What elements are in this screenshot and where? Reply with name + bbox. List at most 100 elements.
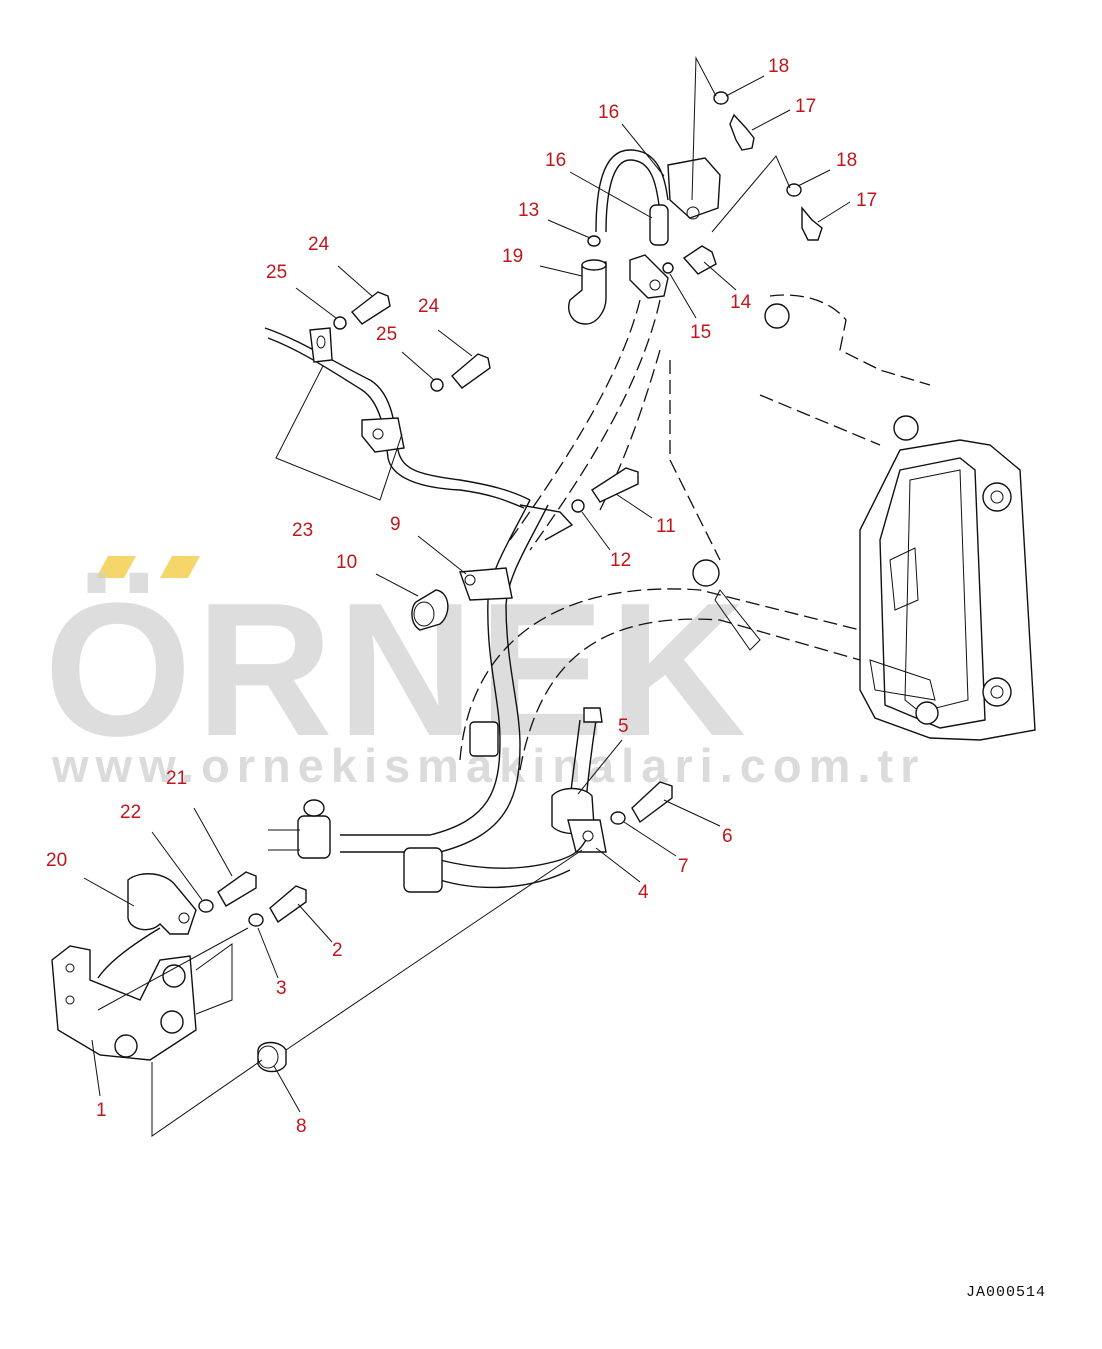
sleeve-lower bbox=[403, 847, 443, 893]
leader-22 bbox=[151, 831, 203, 901]
harness-dashed-b bbox=[529, 299, 661, 551]
callout-19: 19 bbox=[502, 246, 523, 267]
radiator-bolt-bottom bbox=[982, 677, 1012, 707]
washer-7 bbox=[610, 811, 626, 825]
line-art bbox=[51, 56, 1036, 1137]
radiator-fittings bbox=[869, 547, 936, 701]
harness-23-inner bbox=[267, 337, 525, 509]
leader-17-right bbox=[817, 201, 851, 223]
leader-19 bbox=[539, 265, 583, 277]
clamp-4-hole bbox=[582, 830, 594, 842]
callout-16-top: 16 bbox=[598, 102, 619, 123]
radiator-hose-dashed bbox=[459, 588, 861, 761]
cable-20-loop bbox=[97, 927, 161, 979]
spacer-8 bbox=[257, 1041, 287, 1073]
cable-terminal-13 bbox=[587, 235, 601, 247]
battery-cable-loop-inner bbox=[605, 159, 660, 233]
clamp-9-hole bbox=[464, 574, 476, 586]
engine-outline-mid bbox=[759, 394, 881, 446]
radiator-nut-bottom bbox=[915, 701, 939, 725]
lower-hose-b bbox=[439, 869, 571, 889]
bracket-1-nut-c bbox=[114, 1034, 138, 1058]
leader-24-lower bbox=[437, 329, 473, 357]
washer-18-right bbox=[786, 183, 802, 197]
bolt-17-right bbox=[801, 206, 823, 241]
leader-21 bbox=[193, 807, 233, 877]
clamp-23-upper-hole bbox=[316, 335, 326, 349]
main-harness-a bbox=[340, 499, 531, 836]
battery-cable-loop bbox=[595, 149, 669, 233]
bracket-1 bbox=[51, 945, 197, 1061]
callout-9: 9 bbox=[390, 514, 401, 535]
bracket-1-hole-b bbox=[65, 995, 75, 1005]
watermark-accent-left bbox=[96, 556, 136, 578]
battery-relay bbox=[667, 157, 721, 219]
sleeve-left bbox=[297, 815, 331, 859]
watermark-brand: ÖRNEK bbox=[44, 564, 750, 776]
leader-18-top bbox=[725, 75, 765, 97]
callout-24-lower: 24 bbox=[418, 296, 440, 317]
leader-7 bbox=[623, 821, 677, 857]
leader-2-3-cable bbox=[97, 927, 249, 1011]
watermark: ÖRNEK www.ornekismakinalari.com.tr bbox=[44, 556, 918, 792]
leader-16-mid bbox=[569, 171, 653, 219]
callout-20: 20 bbox=[46, 850, 67, 871]
clamp-15-hole bbox=[649, 279, 661, 291]
leader-17-top bbox=[751, 109, 791, 131]
leader-1 bbox=[91, 1039, 101, 1097]
leader-11 bbox=[615, 493, 653, 519]
leader-8-bracket bbox=[151, 1059, 263, 1137]
clamp-20 bbox=[127, 873, 197, 935]
spacer-8-end bbox=[257, 1045, 279, 1069]
leader-25-upper bbox=[295, 287, 337, 319]
leader-17-18-bracket-right bbox=[711, 155, 791, 233]
bracket-1-nut-a bbox=[162, 964, 186, 988]
spacer-10-end bbox=[413, 601, 435, 627]
callout-11: 11 bbox=[656, 516, 676, 537]
radiator-frame bbox=[859, 439, 1036, 741]
bracket-1-nut-b bbox=[160, 1010, 184, 1034]
callout-1: 1 bbox=[96, 1100, 107, 1121]
callout-5: 5 bbox=[618, 716, 629, 737]
callout-17-right: 17 bbox=[856, 190, 877, 211]
leader-20 bbox=[83, 877, 135, 907]
callout-18-right: 18 bbox=[836, 150, 857, 171]
callout-6: 6 bbox=[722, 826, 733, 847]
lower-hose bbox=[439, 839, 587, 869]
radiator-bolt-top bbox=[982, 482, 1012, 512]
leader-4 bbox=[595, 847, 641, 883]
callout-8: 8 bbox=[296, 1116, 307, 1137]
harness-dashed-a bbox=[509, 299, 641, 541]
leader-14 bbox=[703, 261, 737, 291]
radiator-bolt-top-inner bbox=[990, 490, 1004, 504]
callout-labels: 18 17 16 16 18 17 13 19 24 25 14 24 15 2… bbox=[46, 56, 877, 1137]
callout-21: 21 bbox=[166, 768, 187, 789]
main-harness-b bbox=[340, 504, 549, 853]
callout-13: 13 bbox=[518, 200, 539, 221]
callout-12: 12 bbox=[610, 550, 631, 571]
bolt-24-upper bbox=[350, 291, 391, 325]
clamp-4 bbox=[567, 819, 607, 853]
callout-15: 15 bbox=[690, 322, 711, 343]
leader-3-bracket bbox=[195, 943, 233, 1015]
bracket-12 bbox=[519, 504, 574, 541]
engine-outline-lower bbox=[669, 360, 721, 561]
watermark-accent-right bbox=[160, 556, 200, 578]
callout-3: 3 bbox=[276, 978, 287, 999]
radiator-panel bbox=[904, 469, 969, 713]
harness-23 bbox=[264, 327, 531, 501]
bolt-24-lower bbox=[451, 353, 491, 389]
washer-15 bbox=[662, 262, 674, 274]
washer-25-lower bbox=[430, 378, 444, 392]
callout-23: 23 bbox=[292, 520, 313, 541]
washer-22 bbox=[198, 899, 214, 913]
leader-9 bbox=[417, 535, 467, 575]
cable-5-terminal bbox=[583, 707, 603, 723]
clamp-23-lower-hole bbox=[372, 428, 384, 440]
bolt-6 bbox=[631, 781, 673, 824]
clamp-harness-mid bbox=[469, 721, 499, 757]
leader-25-lower bbox=[401, 351, 435, 381]
mount-bracket bbox=[714, 589, 761, 651]
